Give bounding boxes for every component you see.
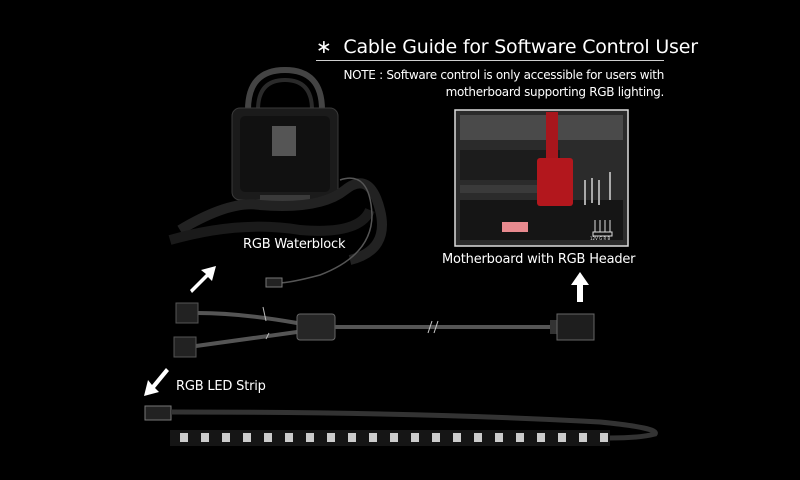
led-chip [201,433,209,442]
led-chip [285,433,293,442]
pink-header [502,222,528,232]
led-chip [264,433,272,442]
note-line-2: motherboard supporting RGB lighting. [445,85,665,99]
arrow-up-right-icon [190,266,216,293]
rgb-waterblock-image [168,66,387,288]
rgb-led-strip [144,405,658,446]
header-pin-legend: 12V G R B [590,236,611,241]
led-chip [432,433,440,442]
arrow-down-left-icon [144,368,169,396]
motherboard-label: Motherboard with RGB Header [442,252,636,267]
led-chip [348,433,356,442]
led-chip [579,433,587,442]
led-chip [495,433,503,442]
led-chip [474,433,482,442]
note-line-1: NOTE : Software control is only accessib… [343,68,664,82]
led-chip [411,433,419,442]
red-connector [537,158,573,206]
title-text: Cable Guide for Software Control User [343,36,698,58]
led-chip [243,433,251,442]
arrow-up-icon [571,272,589,302]
asterisk-icon: ∗ [316,36,332,58]
rgb-splitter-cable [173,302,595,358]
waterblock-label: RGB Waterblock [243,237,346,252]
led-chip [306,433,314,442]
led-chip [390,433,398,442]
led-chip [600,433,608,442]
led-chip [180,433,188,442]
motherboard-rgb-header-image [454,109,629,247]
page-title: ∗ Cable Guide for Software Control User [316,36,698,58]
led-chip [516,433,524,442]
led-chip [537,433,545,442]
led-chip [453,433,461,442]
title-underline [316,60,664,61]
led-strip-label: RGB LED Strip [176,379,266,394]
led-chip [222,433,230,442]
led-chip [558,433,566,442]
led-chip [327,433,335,442]
led-chip [369,433,377,442]
